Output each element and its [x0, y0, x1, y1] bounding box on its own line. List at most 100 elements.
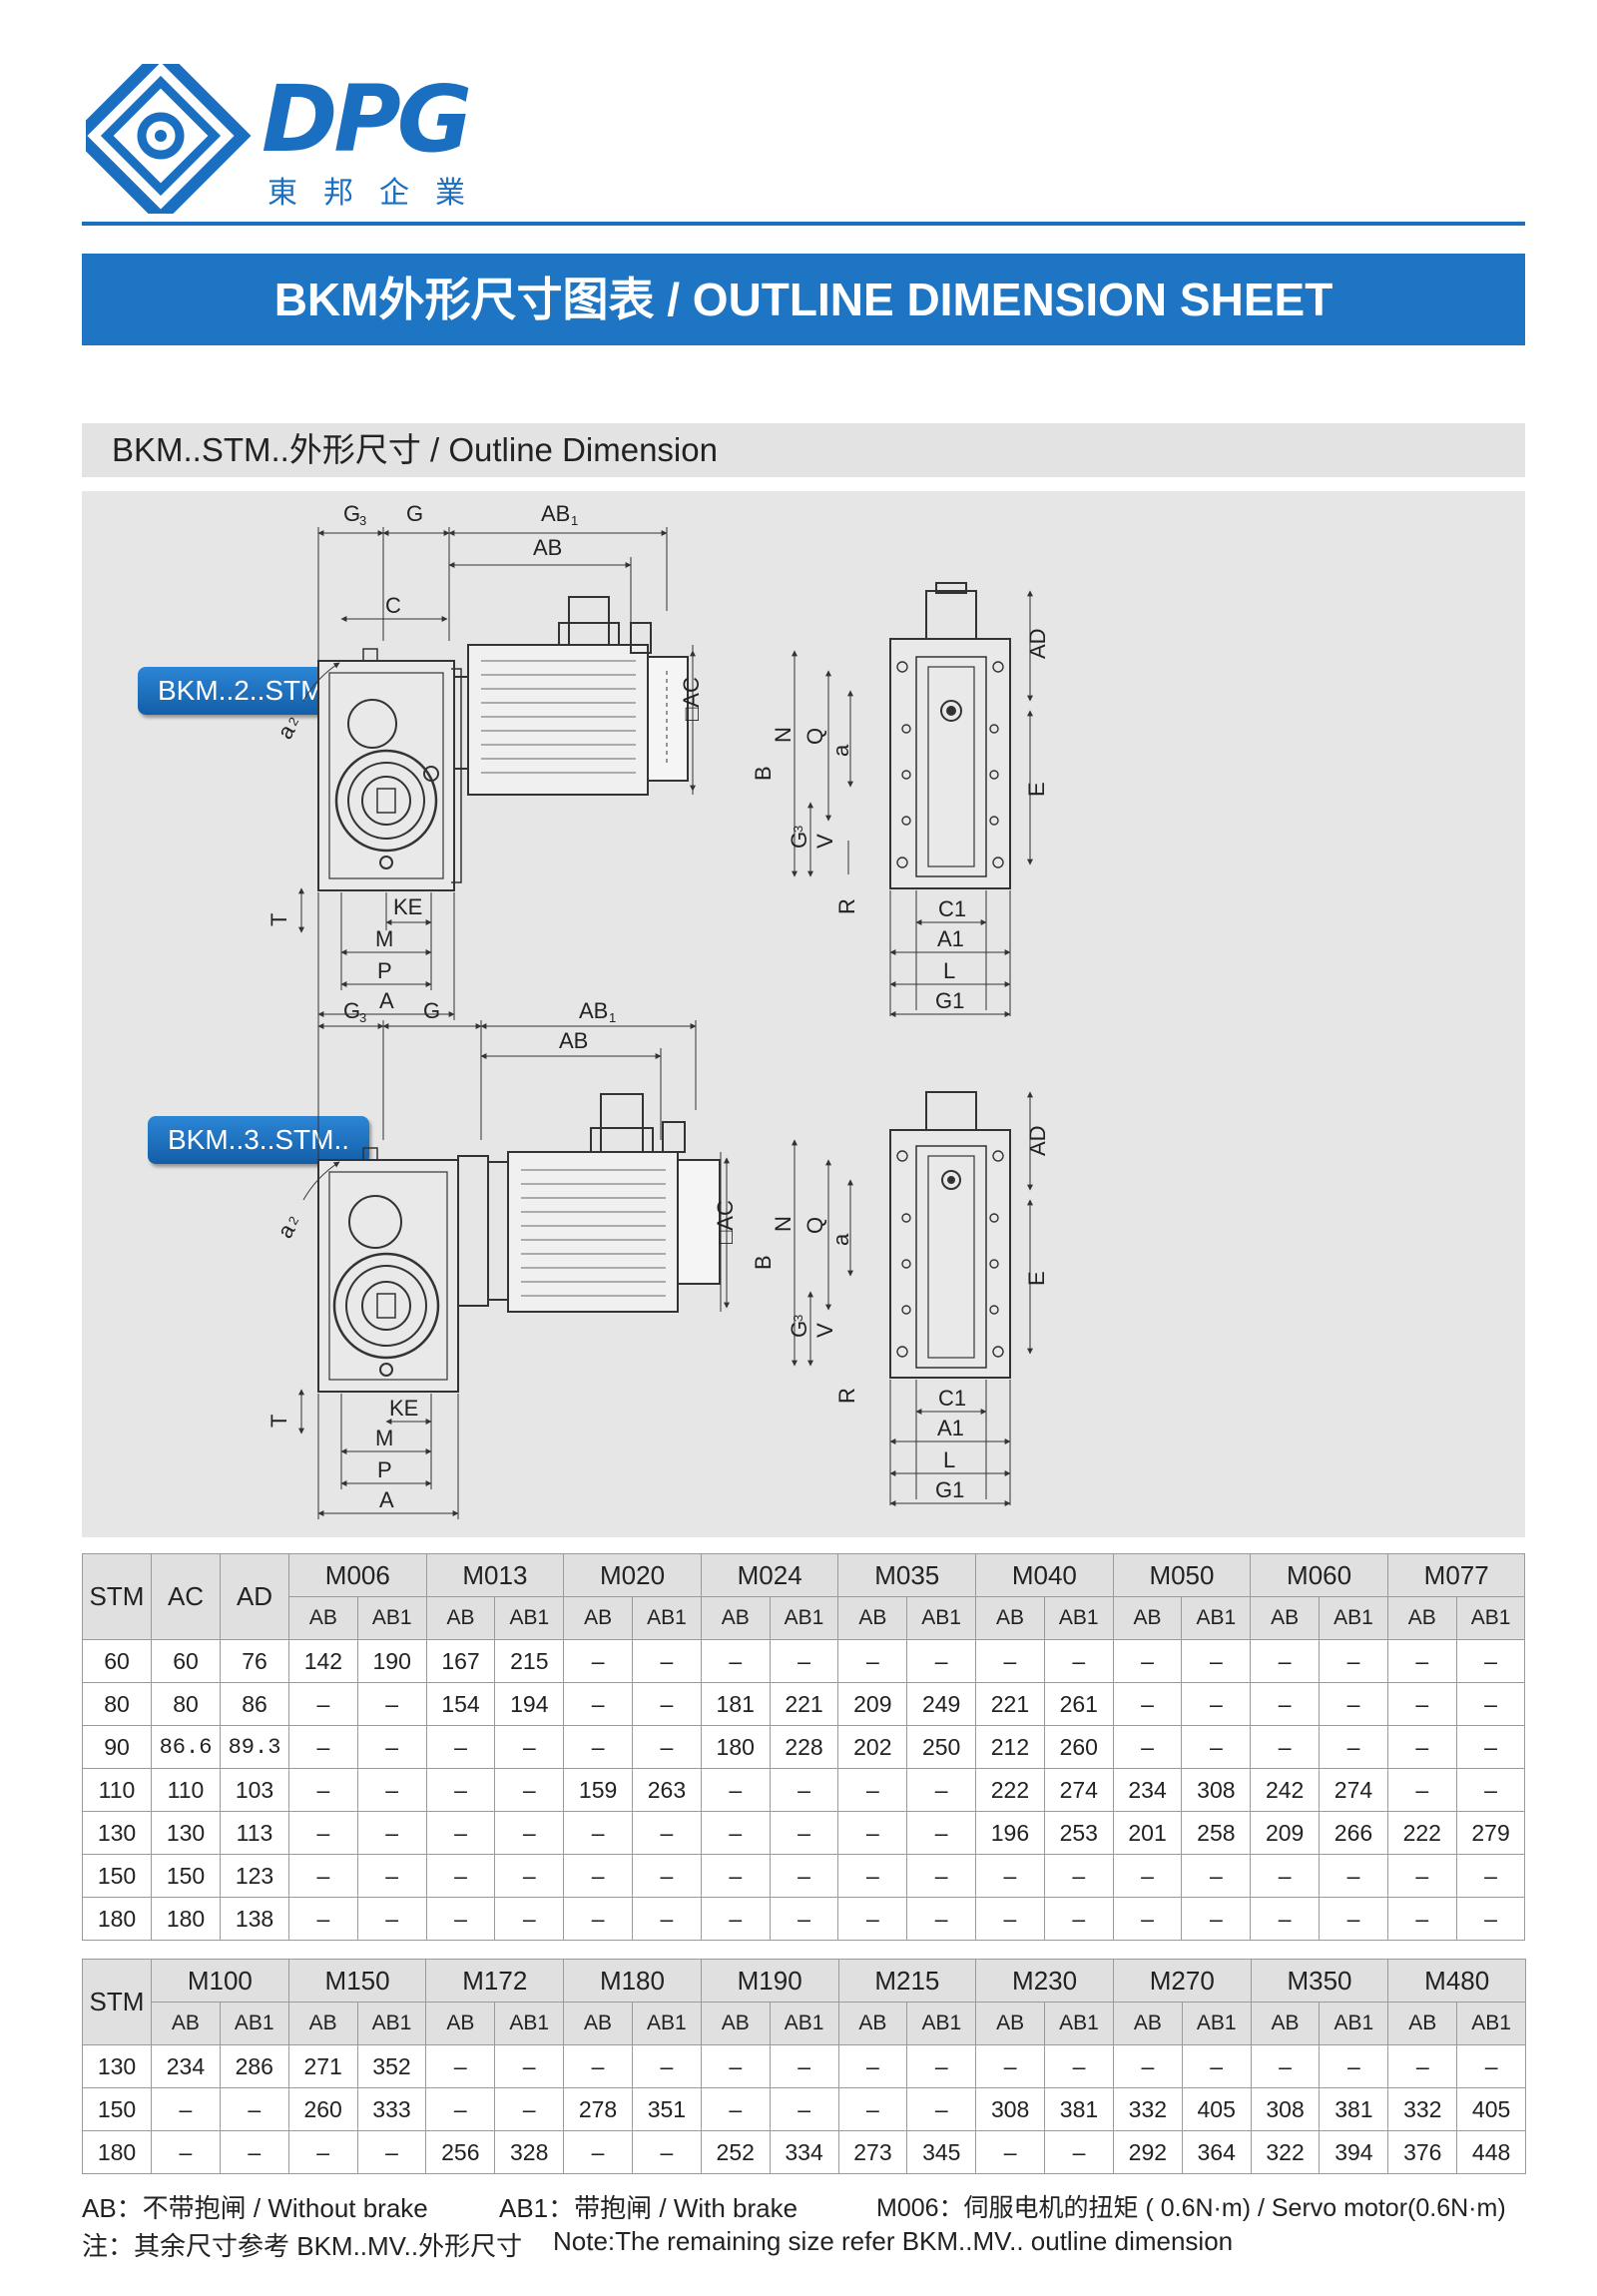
table2-subheader-ab1: AB1: [769, 2002, 839, 2045]
table-cell: –: [906, 1854, 977, 1898]
table-cell: –: [1043, 1854, 1114, 1898]
table2-subheader-ab1: AB1: [1456, 2002, 1527, 2045]
table-cell: 381: [1319, 2087, 1389, 2131]
table1-subheader-ab1: AB1: [906, 1596, 977, 1640]
table-cell: –: [1386, 1639, 1457, 1683]
table-cell: 394: [1319, 2130, 1389, 2174]
svg-text:A: A: [379, 988, 394, 1013]
table-cell: –: [288, 1811, 358, 1855]
table-cell-key: 103: [220, 1768, 289, 1812]
table2-model-header: M480: [1387, 1959, 1527, 2003]
table-cell: –: [906, 1897, 977, 1941]
table-cell: 334: [769, 2130, 839, 2174]
table-cell: 154: [425, 1682, 496, 1726]
table-cell: –: [494, 1854, 565, 1898]
table-cell-key: 130: [82, 2044, 152, 2088]
table-cell-key: 110: [151, 1768, 221, 1812]
table-cell: –: [975, 2130, 1046, 2174]
table-cell: –: [975, 1897, 1045, 1941]
svg-text:AB: AB: [579, 998, 608, 1023]
drawing-panel: BKM..2..STM.. BKM..3..STM..: [82, 491, 1525, 1537]
table1-model-header: M013: [425, 1553, 565, 1597]
svg-text:AB: AB: [541, 501, 570, 526]
table2-header-stm: STM: [82, 1959, 152, 2045]
table-cell: –: [906, 1811, 977, 1855]
svg-text:a: a: [828, 744, 853, 757]
table-cell: –: [1250, 1639, 1321, 1683]
svg-text:V: V: [812, 1323, 837, 1338]
table-cell-key: 89.3: [220, 1725, 289, 1769]
table-cell-key: 76: [220, 1639, 289, 1683]
table-cell-key: 150: [151, 1854, 221, 1898]
table1-subheader-ab: AB: [1250, 1596, 1321, 1640]
table-cell: –: [1112, 1854, 1183, 1898]
svg-text:3: 3: [791, 1315, 805, 1322]
table-cell-key: 130: [82, 1811, 152, 1855]
table-cell: –: [906, 2087, 977, 2131]
side-view-bkm2: [792, 582, 1033, 1017]
table-cell: 242: [1250, 1768, 1321, 1812]
table2-subheader-ab1: AB1: [494, 2002, 565, 2045]
table-cell: –: [769, 1897, 839, 1941]
table-cell: 274: [1319, 1768, 1388, 1812]
table-cell: –: [563, 1897, 634, 1941]
table-cell-key: 150: [82, 2087, 152, 2131]
table-cell: –: [288, 1682, 358, 1726]
table-cell: 258: [1181, 1811, 1252, 1855]
table1-model-header: M060: [1250, 1553, 1388, 1597]
table-cell: –: [219, 2130, 289, 2174]
table2-model-header: M180: [563, 1959, 702, 2003]
section-subtitle: BKM..STM..外形尺寸 / Outline Dimension: [82, 423, 1525, 477]
table-cell: –: [563, 1811, 634, 1855]
table-cell: –: [906, 2044, 977, 2088]
table-cell-key: 80: [151, 1682, 221, 1726]
svg-text:G1: G1: [935, 1477, 964, 1502]
table-cell: 308: [1181, 1768, 1252, 1812]
table-cell: 286: [219, 2044, 289, 2088]
table1-subheader-ab: AB: [1386, 1596, 1457, 1640]
table1-model-header: M050: [1112, 1553, 1252, 1597]
header-rule: [82, 222, 1525, 226]
table-cell: 273: [837, 2130, 908, 2174]
table-cell: –: [563, 1639, 634, 1683]
table-cell: –: [563, 2044, 633, 2088]
table-cell: –: [769, 1768, 839, 1812]
table-cell: –: [975, 2044, 1046, 2088]
svg-text:G: G: [343, 501, 360, 526]
table2-subheader-ab: AB: [151, 2002, 221, 2045]
table-cell: –: [700, 2044, 771, 2088]
table2-subheader-ab1: AB1: [1044, 2002, 1114, 2045]
table-cell: 221: [975, 1682, 1045, 1726]
svg-text:T: T: [266, 913, 291, 926]
table-cell: –: [1181, 1725, 1252, 1769]
table-cell: 159: [563, 1768, 634, 1812]
table2-subheader-ab: AB: [287, 2002, 358, 2045]
table-cell: 256: [425, 2130, 496, 2174]
table-cell: 405: [1181, 2087, 1252, 2131]
table1-model-header: M024: [700, 1553, 839, 1597]
svg-text:P: P: [377, 1457, 392, 1482]
table-cell: 351: [631, 2087, 702, 2131]
table-cell: –: [356, 2130, 427, 2174]
table-cell: –: [356, 1897, 427, 1941]
table-cell: 181: [700, 1682, 771, 1726]
svg-text:L: L: [943, 1447, 955, 1472]
table-cell: 253: [1043, 1811, 1114, 1855]
svg-text:C1: C1: [938, 896, 966, 921]
page-title: BKM外形尺寸图表 / OUTLINE DIMENSION SHEET: [82, 254, 1525, 345]
table2-subheader-ab: AB: [975, 2002, 1046, 2045]
table2-subheader-ab: AB: [837, 2002, 908, 2045]
svg-text:B: B: [751, 766, 776, 781]
table-cell-key: 90: [82, 1725, 152, 1769]
table-cell: –: [700, 1854, 771, 1898]
table1-header-ac: AC: [151, 1553, 221, 1640]
table2-subheader-ab: AB: [1387, 2002, 1458, 2045]
table-cell: –: [151, 2130, 221, 2174]
table1-model-header: M035: [837, 1553, 977, 1597]
table-cell: –: [1319, 1725, 1388, 1769]
table-cell: 345: [906, 2130, 977, 2174]
svg-text:G: G: [787, 832, 811, 849]
svg-text:G1: G1: [935, 988, 964, 1013]
table2-model-header: M230: [975, 1959, 1114, 2003]
